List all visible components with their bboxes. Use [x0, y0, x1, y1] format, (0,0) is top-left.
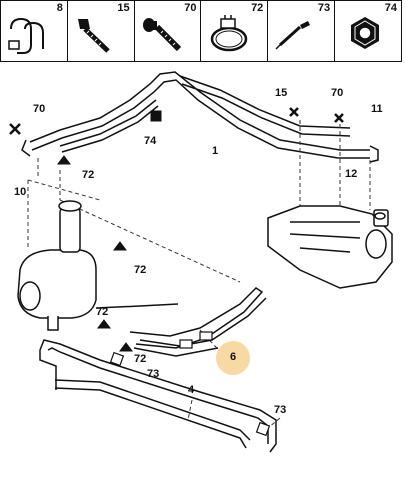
- steering-rack: [267, 205, 393, 289]
- callout-12: 12: [345, 168, 358, 180]
- callout-72: 72: [82, 169, 95, 181]
- legend-cell-73[interactable]: 73: [268, 1, 336, 61]
- marker-symbols: [9, 107, 344, 352]
- pipe-clips: [109, 331, 271, 437]
- clip-icon: [8, 17, 44, 54]
- legend-number: 72: [251, 2, 264, 14]
- bolt-marker: [9, 123, 21, 135]
- bolt-marker: [289, 107, 299, 117]
- legend-cell-15[interactable]: 15: [68, 1, 135, 61]
- callout-72b: 72: [134, 264, 147, 276]
- callout-11: 11: [371, 103, 383, 115]
- callout-72c: 72: [96, 306, 109, 318]
- legend-cell-74[interactable]: 74: [335, 1, 401, 61]
- callout-15: 15: [275, 87, 288, 99]
- rivet-clip-icon: [275, 21, 311, 50]
- legend-number: 74: [384, 2, 397, 14]
- legend-cell-8[interactable]: 8: [1, 1, 68, 61]
- hose-clamp-icon: [211, 15, 248, 52]
- callout-73: 73: [147, 368, 160, 380]
- legend-cell-72[interactable]: 72: [201, 1, 269, 61]
- legend-cell-70[interactable]: 70: [135, 1, 202, 61]
- parts-legend: 8 15 70 72 73: [0, 0, 402, 62]
- callout-70b: 70: [331, 87, 344, 99]
- flange-bolt-icon: [142, 18, 181, 52]
- legend-number: 73: [317, 2, 331, 14]
- clamp-marker: [97, 319, 111, 329]
- legend-number: 70: [184, 2, 197, 14]
- callout-6: 6: [229, 351, 237, 363]
- bolt-marker: [334, 113, 344, 123]
- callout-74: 74: [144, 135, 157, 147]
- callout-70: 70: [33, 103, 46, 115]
- reservoir: [17, 200, 97, 331]
- legend-number: 8: [56, 2, 63, 14]
- callout-1: 1: [212, 145, 219, 157]
- clamp-marker: [57, 155, 71, 165]
- callout-4: 4: [188, 384, 195, 396]
- nut-icon: [351, 17, 380, 49]
- callout-73b: 73: [274, 404, 287, 416]
- highlighted-part-6[interactable]: 6: [216, 341, 250, 375]
- legend-number: 15: [117, 2, 130, 14]
- clamp-marker: [119, 342, 133, 352]
- bolt-icon: [77, 19, 110, 53]
- clamp-marker: [113, 241, 127, 251]
- callout-10: 10: [14, 186, 27, 198]
- upper-pipe-assembly: [21, 71, 379, 163]
- nut-marker: [150, 110, 162, 122]
- callout-72d: 72: [134, 353, 147, 365]
